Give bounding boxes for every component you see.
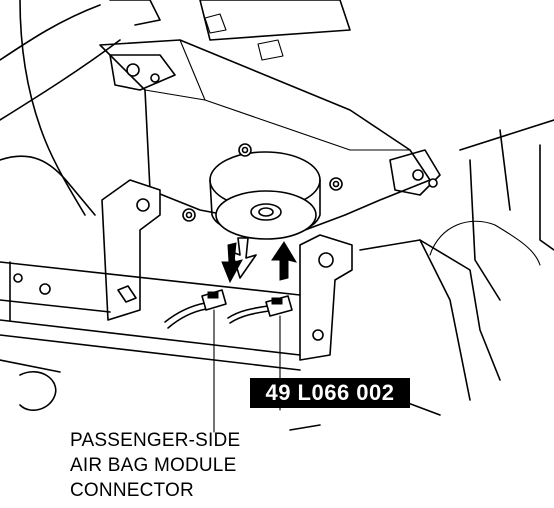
- right-panel-6: [539, 144, 554, 251]
- mounting-plate-edge: [144, 89, 206, 101]
- top-vent-slot-1: [204, 13, 227, 34]
- module-center-hole: [258, 207, 274, 217]
- wire-right: [227, 305, 269, 319]
- module-stud-top: [238, 143, 252, 157]
- lower-left-edge: [0, 359, 61, 373]
- module-stud-left: [182, 208, 196, 222]
- mounting-plate-left-tab: [109, 54, 176, 91]
- top-bracket-edge: [109, 0, 161, 26]
- cross-member-bolt: [39, 283, 51, 295]
- cross-member-clip: [117, 285, 137, 303]
- cross-member-upper: [0, 261, 301, 296]
- wire-right-2: [229, 310, 270, 324]
- wire-left: [164, 302, 206, 323]
- tool-number-label: 49 L066 002: [250, 378, 410, 408]
- dashboard-outline: [0, 4, 101, 61]
- callout-line-1: PASSENGER-SIDE: [70, 430, 241, 451]
- dashboard-upper-edge: [0, 39, 121, 121]
- cross-member-mid: [0, 299, 111, 313]
- right-panel-5: [499, 129, 511, 211]
- mounting-plate: [99, 39, 431, 231]
- right-panel-2: [469, 159, 501, 301]
- cross-member-bolt-2: [13, 273, 23, 283]
- bracket-right-hole: [318, 252, 334, 268]
- bracket-leg-left: [101, 179, 161, 321]
- wire-left-2: [167, 308, 207, 329]
- plate-bolt-right: [412, 169, 424, 181]
- right-cable-loop: [429, 220, 541, 266]
- arrow-up: [271, 241, 298, 281]
- right-panel-4: [359, 239, 471, 401]
- plate-hole-left: [150, 73, 160, 83]
- callout-line-2: AIR BAG MODULE: [70, 455, 237, 476]
- lower-floor-line: [289, 424, 321, 431]
- top-vent-frame: [199, 0, 351, 41]
- dashboard-left-curve: [19, 0, 86, 216]
- bracket-leg-right: [299, 234, 353, 361]
- lower-harness: [19, 370, 57, 411]
- connector-left: [201, 289, 227, 311]
- top-vent-slot-2: [257, 39, 284, 61]
- plate-hole-right: [428, 178, 438, 188]
- cross-member-lower: [0, 319, 301, 356]
- right-panel-1: [459, 119, 554, 151]
- right-panel-3: [419, 239, 501, 381]
- arrow-down-2: [221, 242, 243, 284]
- connector-callout: PASSENGER-SIDE AIR BAG MODULE CONNECTOR: [70, 428, 350, 503]
- mounting-plate-inner: [179, 39, 411, 151]
- cross-member-lower-2: [0, 334, 301, 371]
- callout-line-3: CONNECTOR: [70, 480, 194, 501]
- module-stud-right: [329, 177, 343, 191]
- plate-bolt-left: [126, 63, 140, 77]
- connector-right: [265, 295, 293, 317]
- dashboard-left-panel: [0, 155, 96, 216]
- bracket-left-hole: [136, 198, 150, 212]
- bracket-right-lower-hole: [312, 329, 324, 341]
